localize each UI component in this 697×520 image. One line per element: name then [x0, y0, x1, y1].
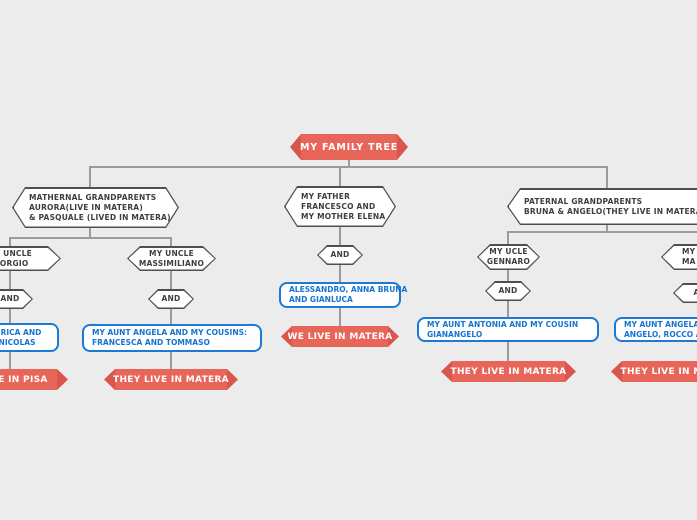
node-label: THEY LIVE IN PISA — [0, 374, 48, 385]
node-label: AND — [693, 288, 697, 297]
connector — [339, 225, 341, 245]
node-maternal-grandparents[interactable]: MATHERNAL GRANDPARENTS AURORA(LIVE IN MA… — [12, 187, 179, 228]
node-uncle-giorgio[interactable]: MY UNCLE GIORGIO — [0, 246, 61, 271]
hexagon-fill — [663, 246, 697, 269]
node-label-line: BRUNA & ANGELO(THEY LIVE IN MATERA) — [524, 206, 697, 216]
node-label-line: FRANCESCO AND — [301, 201, 376, 211]
node-label: MY FAMILY TREE — [299, 141, 399, 153]
hexagon-fill — [0, 248, 60, 270]
connector — [9, 308, 11, 324]
node-label-line: ALESSANDRO, ANNA BRUNA — [289, 285, 408, 294]
hexagon-fill — [675, 285, 697, 302]
hexagon-fill — [479, 246, 539, 269]
connector — [89, 166, 608, 168]
node-uncle-massimiliano[interactable]: MY UNCLE MASSIMILIANO — [127, 246, 216, 271]
node-label-line: AURORA(LIVE IN MATERA) — [29, 202, 143, 212]
node-residence-parents[interactable]: WE LIVE IN MATERA — [281, 326, 399, 347]
connector — [507, 341, 509, 362]
node-family-massimiliano[interactable]: MY AUNT ANGELA AND MY COUSINS: FRANCESCA… — [82, 324, 262, 352]
node-family-gennaro[interactable]: MY AUNT ANTONIA AND MY COUSIN GIANANGELO — [417, 317, 599, 342]
hexagon-fill — [0, 291, 32, 308]
node-label-line: MA — [682, 257, 696, 266]
connector — [170, 237, 172, 247]
connector — [89, 227, 91, 239]
node-and-massimiliano[interactable]: AND — [148, 289, 194, 309]
node-label-line: AND GIANLUCA — [289, 295, 353, 304]
connector — [348, 159, 350, 168]
node-label-line: MY COUSIN NICOLAS — [0, 337, 36, 347]
node-residence-edge[interactable]: THEY LIVE IN MATERA — [611, 361, 697, 382]
connector — [170, 351, 172, 370]
node-label-line: PATERNAL GRANDPARENTS — [524, 196, 643, 206]
node-label-line: MY UCLE — [489, 247, 528, 256]
connector — [507, 231, 509, 245]
connector — [507, 300, 509, 318]
node-label-line: MY AUNT ENRICA AND — [0, 327, 42, 337]
node-label-line: GENNARO — [486, 257, 531, 266]
hexagon-fill — [129, 248, 215, 270]
node-label-line: ANGELO, ROCCO AND — [624, 329, 697, 339]
connector — [170, 271, 172, 290]
node-label-line: MATHERNAL GRANDPARENTS — [29, 192, 157, 202]
connector — [9, 351, 11, 370]
node-and-giorgio[interactable]: AND — [0, 289, 33, 309]
node-my-family-tree[interactable]: MY FAMILY TREE — [290, 134, 408, 160]
node-residence-giorgio[interactable]: THEY LIVE IN PISA — [0, 369, 68, 390]
node-label: THEY LIVE IN MATERA — [113, 374, 229, 385]
node-label: AND — [0, 294, 20, 303]
node-family-edge[interactable]: MY AUNT ANGELA AND ANGELO, ROCCO AND — [614, 317, 697, 342]
node-label-line: MY UNCLE — [0, 248, 32, 258]
connector — [339, 307, 341, 327]
node-and-parents[interactable]: AND — [317, 245, 363, 265]
node-label-line: MY MOTHER ELENA — [301, 211, 386, 221]
connector — [89, 166, 91, 188]
node-and-gennaro[interactable]: AND — [485, 281, 531, 301]
hexagon-fill — [487, 283, 530, 300]
node-label-line: & PASQUALE (LIVED IN MATERA) — [29, 212, 171, 222]
node-label-line: MY AUNT ANGELA AND — [624, 319, 697, 329]
connector — [9, 237, 11, 247]
connector — [339, 263, 341, 283]
hexagon-fill — [14, 189, 178, 227]
hexagon-fill — [319, 247, 362, 264]
node-uncle-edge[interactable]: MY MA — [661, 244, 697, 270]
connector — [170, 308, 172, 324]
node-paternal-grandparents[interactable]: PATERNAL GRANDPARENTS BRUNA & ANGELO(THE… — [507, 188, 697, 225]
node-label: AND — [161, 294, 181, 303]
connector — [606, 166, 608, 189]
node-label: THEY LIVE IN MATERA — [620, 366, 690, 377]
node-label: AND — [330, 250, 350, 259]
connector — [606, 224, 608, 233]
node-label-line: MY AUNT ANTONIA AND MY COUSIN — [427, 319, 579, 329]
connector — [507, 270, 509, 282]
node-label-line: GIANANGELO — [427, 329, 483, 339]
node-residence-massimiliano[interactable]: THEY LIVE IN MATERA — [104, 369, 238, 390]
node-label-line: GIORGIO — [0, 258, 29, 268]
node-and-edge[interactable]: AND — [673, 283, 697, 303]
node-label-line: MY — [682, 247, 696, 256]
node-label: WE LIVE IN MATERA — [287, 331, 393, 342]
hexagon-fill — [286, 188, 395, 226]
node-label-line: FRANCESCA AND TOMMASO — [92, 338, 210, 347]
connector — [9, 237, 171, 239]
node-family-giorgio[interactable]: MY AUNT ENRICA AND MY COUSIN NICOLAS — [0, 323, 59, 352]
node-label: AND — [498, 286, 518, 295]
node-family-parents[interactable]: ALESSANDRO, ANNA BRUNA AND GIANLUCA — [279, 282, 408, 308]
node-label-line: MY FATHER — [301, 191, 351, 201]
hexagon-fill — [509, 190, 697, 224]
node-label-line: MASSIMILIANO — [138, 258, 205, 268]
node-parents[interactable]: MY FATHER FRANCESCO AND MY MOTHER ELENA — [284, 186, 396, 227]
node-residence-gennaro[interactable]: THEY LIVE IN MATERA — [441, 361, 576, 382]
connector — [507, 231, 697, 233]
node-label-line: MY UNCLE — [149, 248, 194, 258]
node-uncle-gennaro[interactable]: MY UCLE GENNARO — [477, 244, 540, 270]
connector — [339, 166, 341, 187]
node-label: THEY LIVE IN MATERA — [450, 366, 567, 377]
hexagon-fill — [150, 291, 193, 308]
node-label-line: MY AUNT ANGELA AND MY COUSINS: — [92, 328, 247, 337]
connector — [9, 271, 11, 290]
